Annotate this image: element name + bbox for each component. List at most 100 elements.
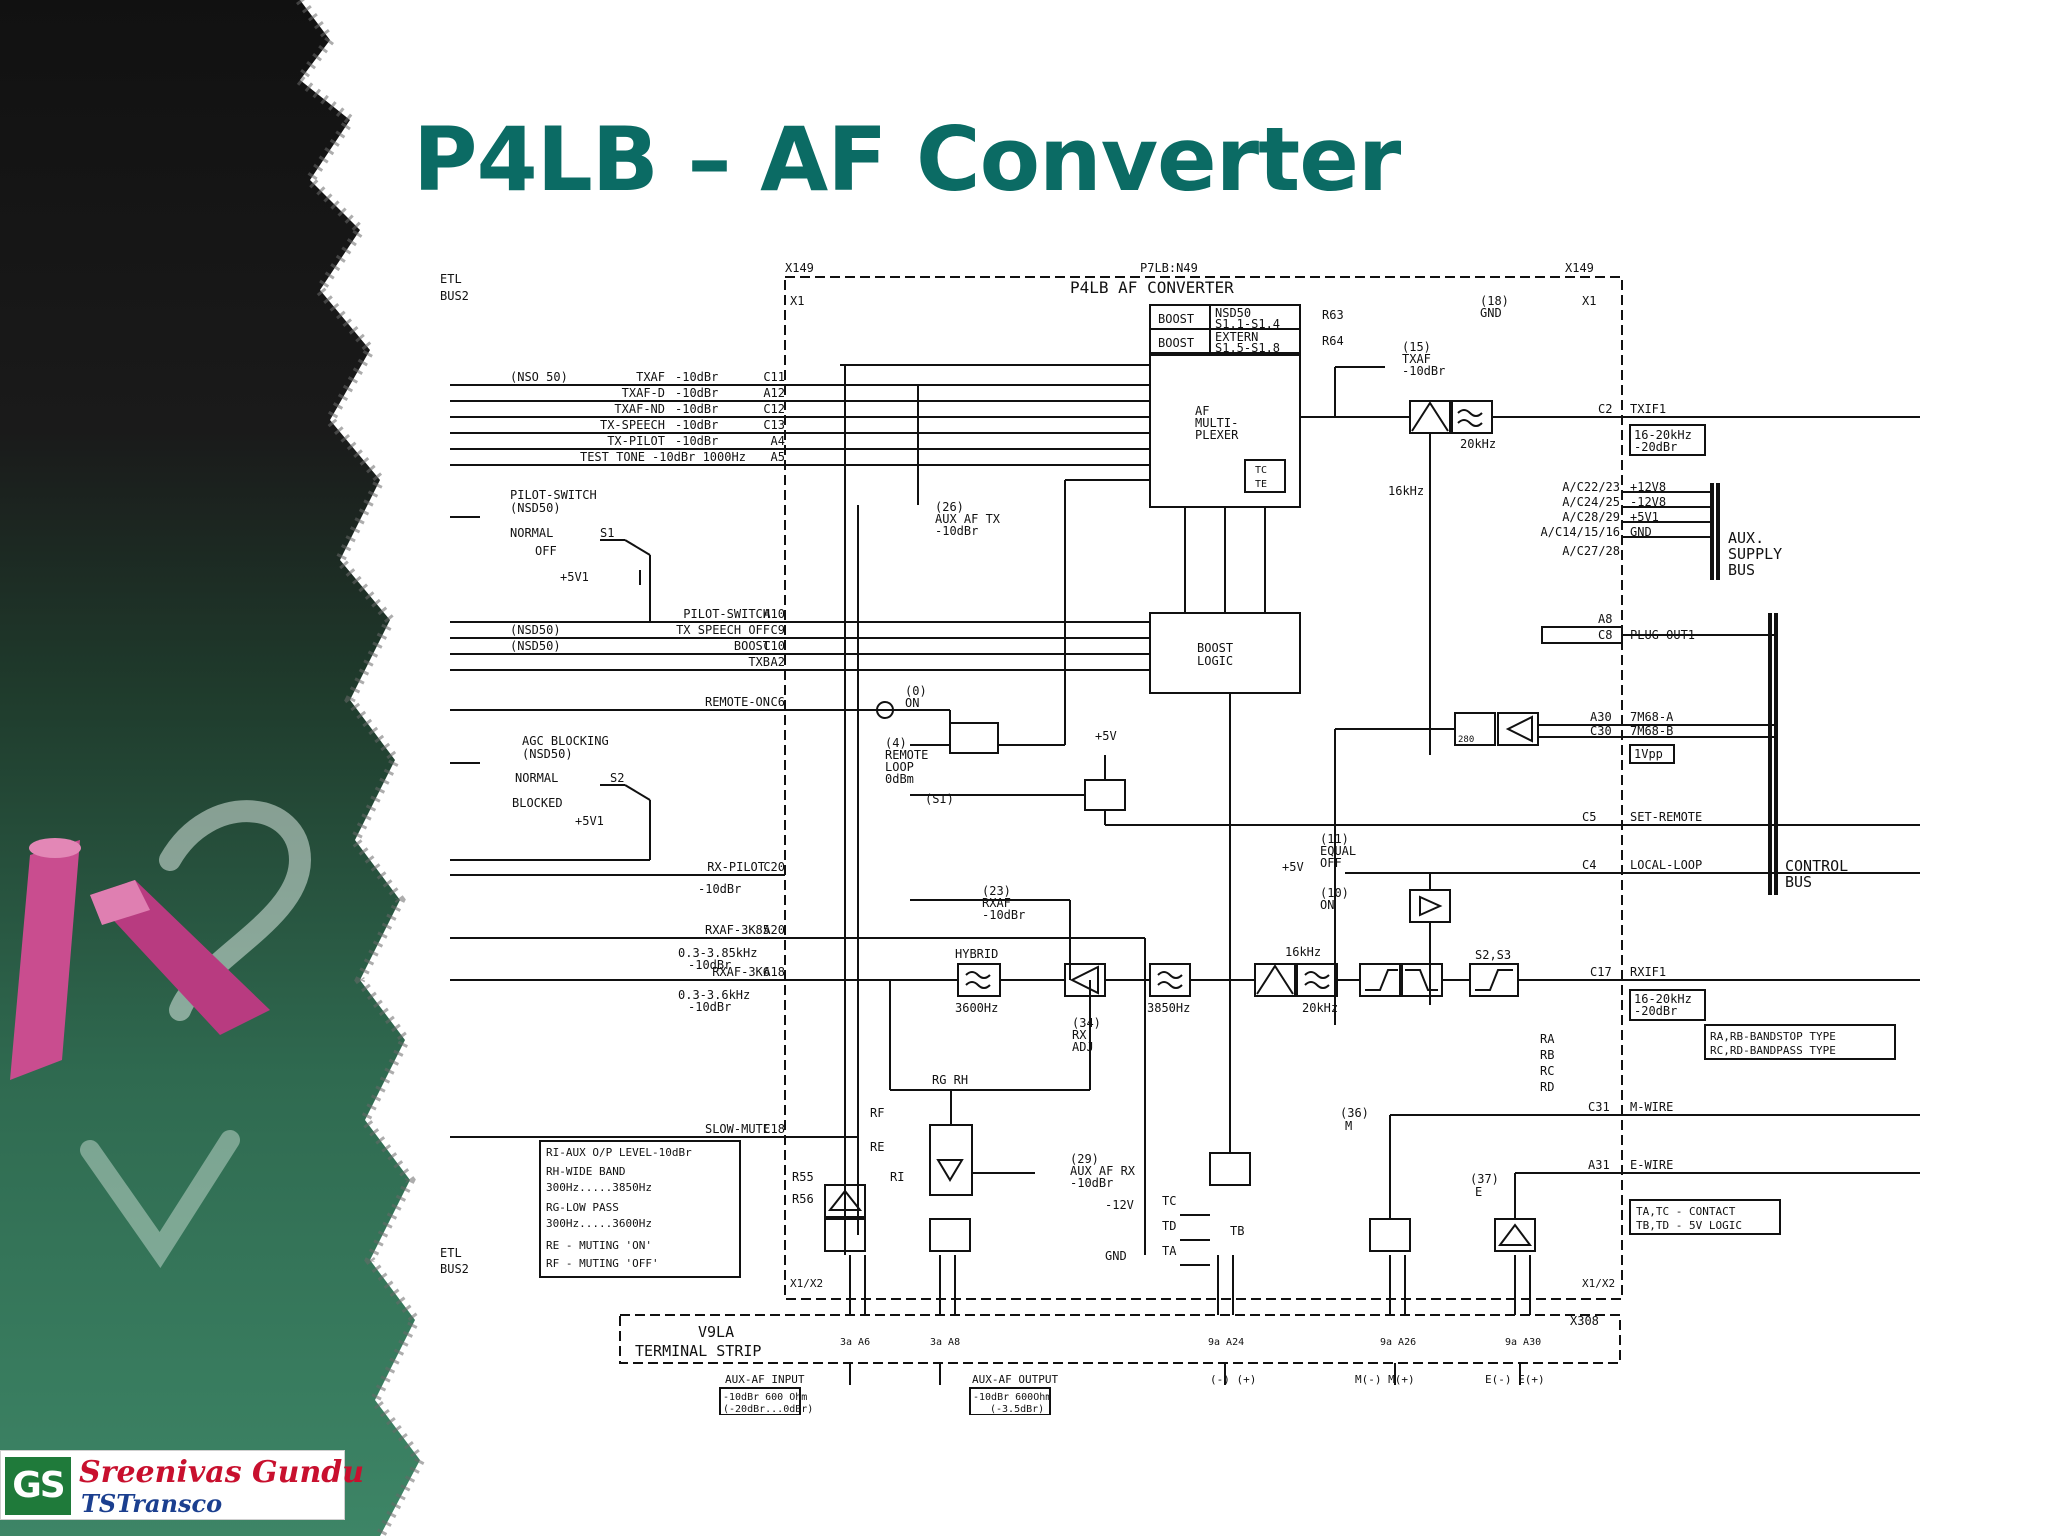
diagram-label: TA,TC - CONTACT (1636, 1205, 1736, 1218)
diagram-label: 1Vpp (1634, 747, 1663, 761)
schematic-wire (1256, 964, 1294, 995)
diagram-label: +5V1 (560, 570, 589, 584)
diagram-label: TERMINAL STRIP (635, 1342, 761, 1360)
diagram-label: -10dBr (675, 434, 718, 448)
schematic-wire (824, 1218, 866, 1252)
diagram-label: E-WIRE (1630, 1158, 1673, 1172)
tx-bandpass (1451, 400, 1493, 434)
diagram-label: C6 (771, 695, 785, 709)
schematic-wire (1401, 963, 1443, 997)
schematic-wire (969, 1387, 1051, 1415)
diagram-label: (18) (1480, 294, 1509, 308)
diagram-label: HYBRID (955, 947, 998, 961)
diagram-label: BOOST (1158, 336, 1194, 350)
diagram-label: -10dBr (982, 908, 1025, 922)
diagram-label: RX (1072, 1028, 1087, 1042)
diagram-label: -10dBr (935, 524, 978, 538)
diagram-label: LOOP (885, 760, 914, 774)
diagram-label: RH-WIDE BAND (546, 1165, 625, 1178)
diagram-label: TA (1162, 1244, 1177, 1258)
diagram-label: (29) (1070, 1152, 1099, 1166)
diagram-label: AUX-AF INPUT (725, 1373, 805, 1386)
diagram-label: -10dBr (688, 1000, 731, 1014)
mute-legend-box (539, 1140, 741, 1278)
diagram-label: (11) (1320, 832, 1349, 846)
diagram-label: 3a A6 (840, 1337, 870, 1348)
diagram-label: SUPPLY (1728, 545, 1782, 563)
diagram-label: A/C27/28 (1562, 544, 1620, 558)
diagram-label: +5V (1282, 860, 1304, 874)
diagram-label: A4 (771, 434, 785, 448)
diagram-label: (NSO 50) (510, 370, 568, 384)
diagram-label: -10dBr 600Ohm (973, 1392, 1051, 1403)
schematic-wire (1405, 969, 1438, 991)
diagram-label: 20kHz (1460, 437, 1496, 451)
diagram-label: 3a A8 (930, 1337, 960, 1348)
diagram-label: ETL (440, 272, 462, 286)
schematic-wire (1457, 409, 1483, 427)
schematic-wire (1409, 889, 1451, 923)
diagram-label: A20 (763, 923, 785, 937)
diagram-label: X149 (1565, 261, 1594, 275)
diagram-label: A2 (771, 655, 785, 669)
diagram-label: EXTERN (1215, 330, 1258, 344)
diagram-label: 3600Hz (955, 1001, 998, 1015)
diagram-label: -10dBr (675, 402, 718, 416)
diagram-label: AUX AF RX (1070, 1164, 1136, 1178)
diagram-label: ON (1320, 898, 1334, 912)
diagram-label: TX-PILOT (607, 434, 665, 448)
diagram-label: X1 (790, 294, 804, 308)
diagram-label: NORMAL (510, 526, 553, 540)
diagram-label: TXAF (636, 370, 665, 384)
diagram-label: +5V1 (575, 814, 604, 828)
diagram-label: BUS (1728, 561, 1755, 579)
rx-mixer (1254, 963, 1296, 997)
diagram-label: C17 (1590, 965, 1612, 979)
diagram-label: S2 (610, 771, 624, 785)
diagram-label: TXB (748, 655, 770, 669)
diagram-label: (NSD50) (510, 501, 561, 515)
diagram-label: LOGIC (1197, 654, 1233, 668)
diagram-label: AUX AF TX (935, 512, 1001, 526)
diagram-label: ADJ (1072, 1040, 1094, 1054)
diagram-label: PILOT-SWITCH (510, 488, 597, 502)
diagram-label: RA,RB-BANDSTOP TYPE (1710, 1030, 1836, 1043)
diagram-label: RD (1540, 1080, 1554, 1094)
diagram-label: (0) (905, 684, 927, 698)
diagram-label: MULTI- (1195, 416, 1238, 430)
diagram-label: SLOW-MUTE (705, 1122, 770, 1136)
schematic-wire (1209, 1152, 1251, 1186)
diagram-label: A18 (763, 965, 785, 979)
diagram-label: 300Hz.....3600Hz (546, 1217, 652, 1230)
schematic-wire (1084, 779, 1126, 811)
diagram-label: V9LA (698, 1323, 734, 1341)
diagram-label: 9a A30 (1505, 1337, 1541, 1348)
diagram-label: -10dBr (675, 386, 718, 400)
schematic-wire (824, 1184, 866, 1218)
diagram-label: RC (1540, 1064, 1554, 1078)
diagram-label: RI (890, 1170, 904, 1184)
diagram-label: R56 (792, 1192, 814, 1206)
diagram-label: BLOCKED (512, 796, 563, 810)
diagram-label: A5 (771, 450, 785, 464)
diagram-label: 0.3-3.6kHz (678, 988, 750, 1002)
diagram-label: (-20dBr...0dBr) (723, 1404, 813, 1415)
diagram-label: C30 (1590, 724, 1612, 738)
diagram-label: TX-SPEECH (600, 418, 665, 432)
diagram-label: A31 (1588, 1158, 1610, 1172)
diagram-label: TB (1230, 1224, 1244, 1238)
diagram-label: (NSD50) (510, 623, 561, 637)
schematic-wire (827, 1189, 863, 1211)
diagram-label: NSD50 (1215, 306, 1251, 320)
diagram-label: E (1475, 1185, 1482, 1199)
diagram-label: C2 (1598, 402, 1612, 416)
schematic-wire (1629, 744, 1675, 764)
diagram-label: -20dBr (1634, 1004, 1677, 1018)
diagram-label: OFF (1320, 856, 1342, 870)
diagram-label: S2,S3 (1475, 948, 1511, 962)
diagram-label: RXIF1 (1630, 965, 1666, 979)
diagram-label: TC (1255, 465, 1267, 476)
diagram-label: R55 (792, 1170, 814, 1184)
diagram-label: C4 (1582, 858, 1596, 872)
diagram-label: (23) (982, 884, 1011, 898)
